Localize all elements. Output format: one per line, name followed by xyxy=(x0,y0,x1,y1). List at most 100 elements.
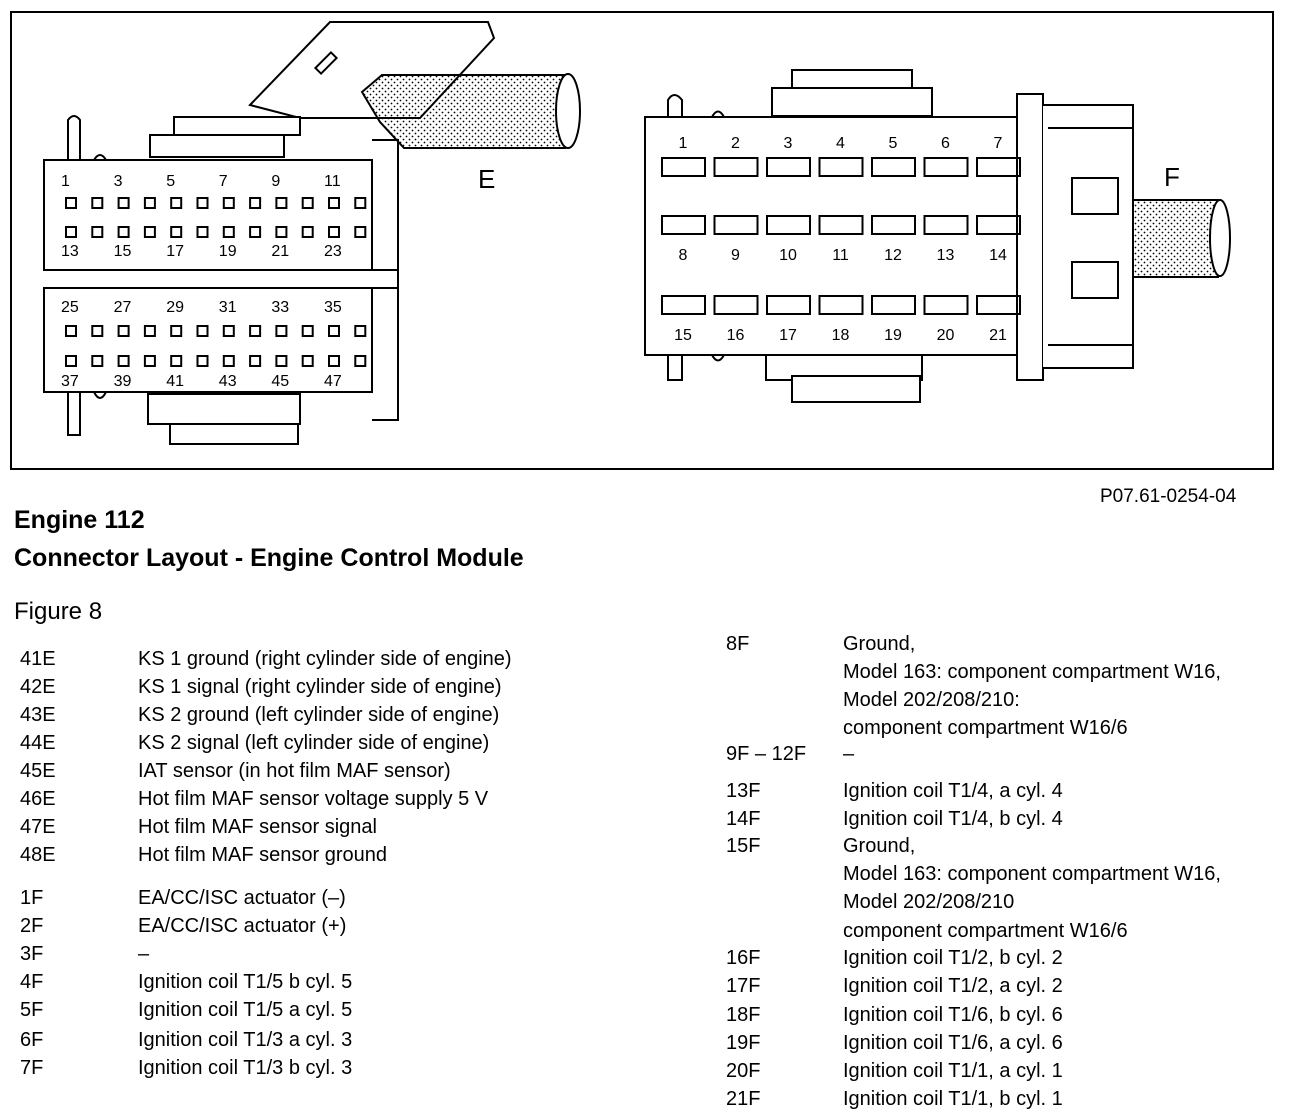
pin-socket xyxy=(923,295,969,315)
pin-socket xyxy=(661,215,706,235)
pin-number: 5 xyxy=(889,135,898,152)
pin-description: Ground, xyxy=(843,633,916,655)
pin-socket xyxy=(249,197,262,209)
pin-description: Ignition coil T1/3 a cyl. 3 xyxy=(138,1029,353,1051)
pin-number: 21 xyxy=(989,327,1007,344)
pin-socket xyxy=(354,226,367,238)
pin-number: 13 xyxy=(937,247,955,264)
pin-socket xyxy=(91,355,104,367)
pin-id: 47E xyxy=(20,816,56,838)
pin-socket xyxy=(275,325,288,337)
pin-number: 20 xyxy=(937,327,955,344)
pin-description: IAT sensor (in hot film MAF sensor) xyxy=(138,760,451,782)
pin-number: 11 xyxy=(832,247,849,264)
pin-id: 16F xyxy=(726,947,761,969)
pin-id: 1F xyxy=(20,887,44,909)
pin-description: EA/CC/ISC actuator (+) xyxy=(138,915,347,937)
pin-socket xyxy=(65,325,77,337)
pin-socket xyxy=(170,197,183,209)
pin-socket xyxy=(196,355,209,367)
pin-socket xyxy=(91,325,104,337)
pin-id: 5F xyxy=(20,999,44,1021)
pin-number: 15 xyxy=(674,327,692,344)
connector-e-pin-grid xyxy=(65,197,367,367)
pin-socket xyxy=(766,157,811,177)
pin-id: 19F xyxy=(726,1032,761,1054)
pin-number: 29 xyxy=(166,299,184,316)
pin-id: 44E xyxy=(20,732,56,754)
pin-id: 9F – 12F xyxy=(726,743,807,765)
pin-number: 8 xyxy=(679,247,688,264)
pin-description: component compartment W16/6 xyxy=(843,717,1128,739)
pin-description: Hot film MAF sensor signal xyxy=(138,816,377,838)
pin-number: 9 xyxy=(731,247,740,264)
page-subtitle: Connector Layout - Engine Control Module xyxy=(14,544,524,572)
pin-socket xyxy=(301,355,314,367)
pin-id: 7F xyxy=(20,1057,44,1079)
pin-socket xyxy=(143,197,156,209)
pin-socket xyxy=(117,197,130,209)
pin-socket xyxy=(661,295,706,315)
pin-number: 6 xyxy=(941,135,950,152)
pin-number: 1 xyxy=(679,135,688,152)
pin-socket xyxy=(65,226,77,238)
pin-socket xyxy=(249,226,262,238)
pin-id: 46E xyxy=(20,788,56,810)
pin-description: KS 1 signal (right cylinder side of engi… xyxy=(138,676,502,698)
pin-socket xyxy=(976,215,1021,235)
pin-socket xyxy=(713,215,759,235)
pin-description: Ignition coil T1/4, b cyl. 4 xyxy=(843,808,1063,830)
pin-description: Ignition coil T1/4, a cyl. 4 xyxy=(843,780,1063,802)
pin-socket xyxy=(65,355,77,367)
diagram-frame xyxy=(10,11,1274,470)
pin-number: 37 xyxy=(61,373,79,390)
pin-socket xyxy=(871,157,916,177)
pin-description: component compartment W16/6 xyxy=(843,920,1128,942)
pin-description: – xyxy=(138,943,150,965)
pin-number: 19 xyxy=(219,243,237,260)
pin-number: 10 xyxy=(779,247,797,264)
pin-socket xyxy=(871,215,916,235)
pin-number: 21 xyxy=(271,243,289,260)
pin-socket xyxy=(196,226,209,238)
pin-number: 4 xyxy=(836,135,845,152)
pin-socket xyxy=(661,157,706,177)
connector-e xyxy=(43,21,581,445)
pin-id: 17F xyxy=(726,975,761,997)
pin-socket xyxy=(170,226,183,238)
pin-description: EA/CC/ISC actuator (–) xyxy=(138,887,346,909)
pin-description: – xyxy=(843,743,855,765)
pin-number: 25 xyxy=(61,299,79,316)
page-title: Engine 112 xyxy=(14,506,145,534)
pin-number: 15 xyxy=(114,243,132,260)
pin-description: Ignition coil T1/1, a cyl. 1 xyxy=(843,1060,1063,1082)
pin-socket xyxy=(143,226,156,238)
pin-id: 6F xyxy=(20,1029,44,1051)
pin-id: 8F xyxy=(726,633,750,655)
pin-id: 21F xyxy=(726,1088,761,1110)
pin-number: 17 xyxy=(779,327,797,344)
pin-socket xyxy=(275,355,288,367)
pin-number: 31 xyxy=(219,299,237,316)
pin-id: 41E xyxy=(20,648,56,670)
pin-socket xyxy=(923,215,969,235)
pin-socket xyxy=(143,355,156,367)
pin-description: KS 2 signal (left cylinder side of engin… xyxy=(138,732,490,754)
pin-id: 15F xyxy=(726,835,761,857)
pin-id: 42E xyxy=(20,676,56,698)
pin-description: Model 202/208/210: xyxy=(843,689,1020,711)
pin-socket xyxy=(117,325,130,337)
pin-number: 3 xyxy=(784,135,793,152)
pin-number: 14 xyxy=(989,247,1007,264)
pin-socket xyxy=(196,325,209,337)
pin-socket xyxy=(354,197,367,209)
pin-socket xyxy=(301,325,314,337)
figure-reference: P07.61-0254-04 xyxy=(1100,486,1237,507)
pin-number: 7 xyxy=(219,173,228,190)
pin-socket xyxy=(923,157,969,177)
connector-e-label: E xyxy=(478,164,495,194)
pin-number: 35 xyxy=(324,299,342,316)
pin-socket xyxy=(91,197,104,209)
pin-socket xyxy=(196,197,209,209)
pin-description: Hot film MAF sensor ground xyxy=(138,844,387,866)
